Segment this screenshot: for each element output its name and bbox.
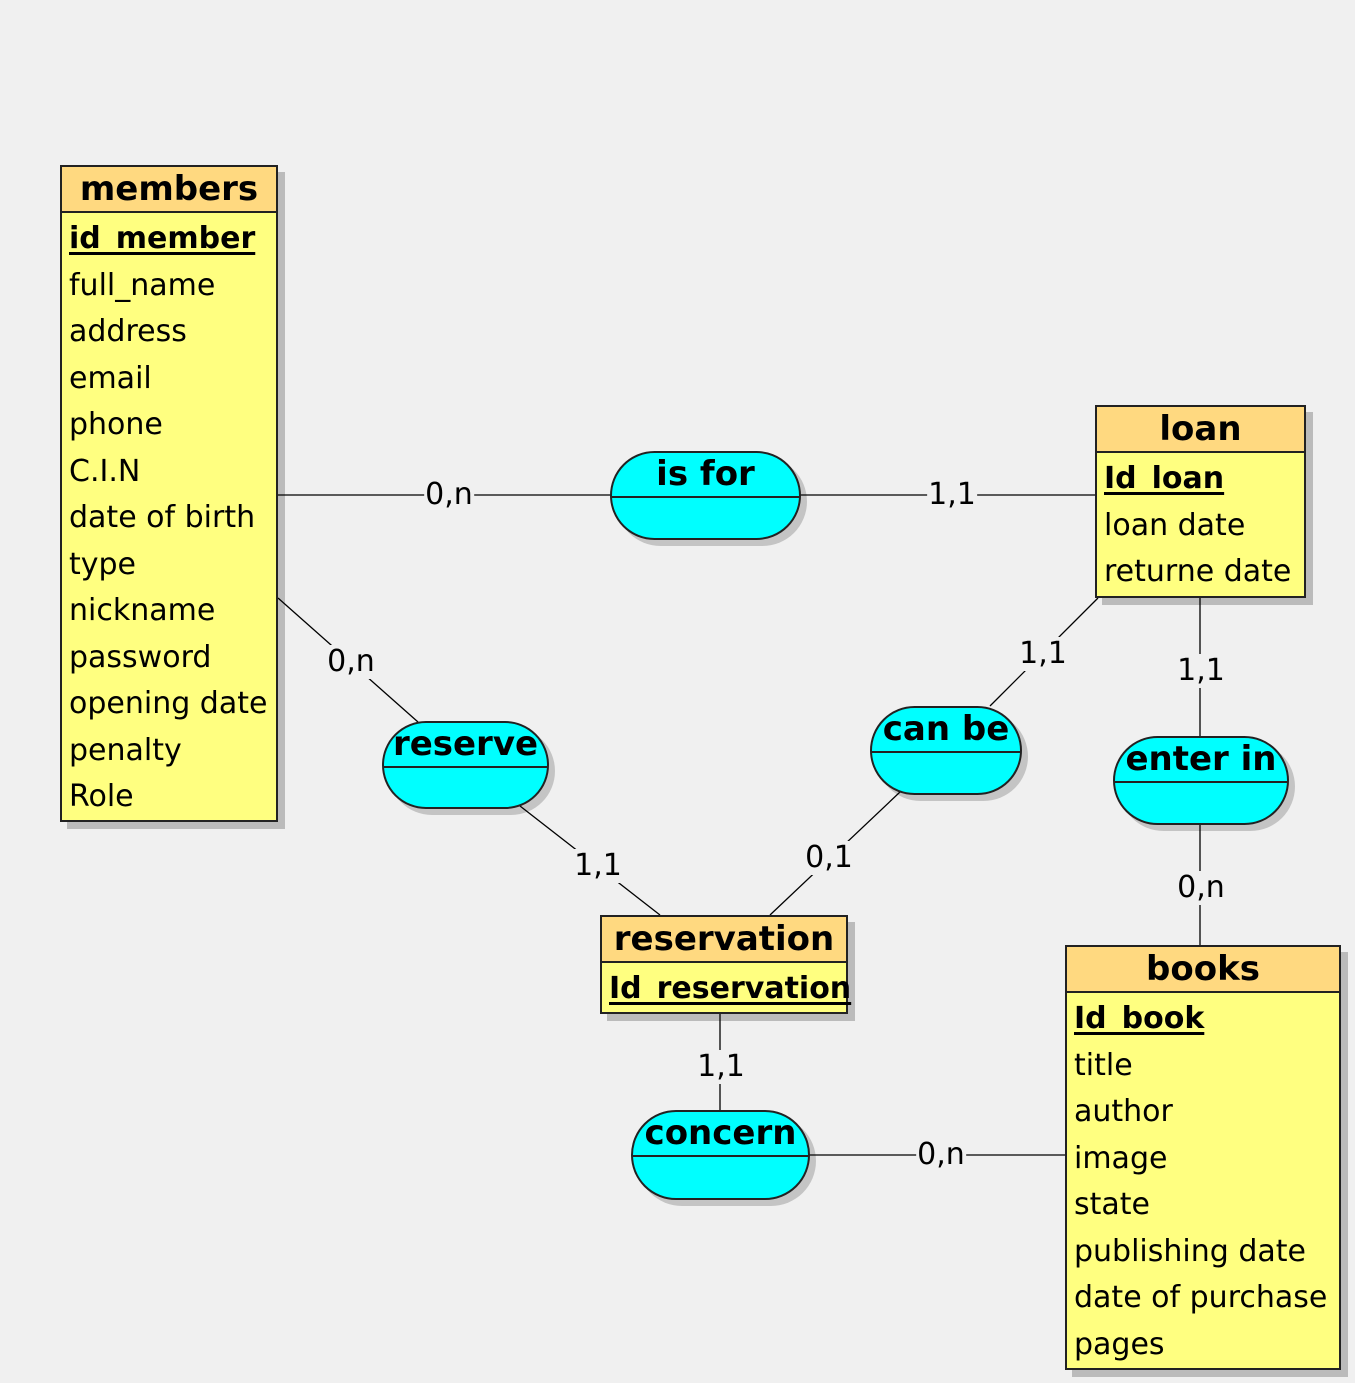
cardinality-reservation-concern: 1,1 xyxy=(696,1049,746,1084)
attribute-email: email xyxy=(69,360,152,396)
association-concern-label: concern xyxy=(633,1111,808,1157)
cardinality-books-enter-in: 0,n xyxy=(1176,870,1226,905)
attribute-cin: C.I.N xyxy=(69,453,141,489)
attribute-role: Role xyxy=(69,779,134,814)
attribute-loan-date: loan date xyxy=(1104,507,1246,543)
attribute-id-loan: Id_loan xyxy=(1104,461,1225,496)
association-reserve[interactable]: reserve xyxy=(382,721,549,809)
attribute-id-book: Id_book xyxy=(1074,1001,1205,1036)
association-is-for[interactable]: is for xyxy=(610,451,801,540)
entity-books[interactable]: books Id_book title author image state p… xyxy=(1065,945,1341,1370)
entity-books-title: books xyxy=(1067,947,1339,993)
cardinality-loan-is-for: 1,1 xyxy=(927,477,977,512)
entity-books-attributes: Id_book title author image state publish… xyxy=(1067,993,1339,1368)
association-is-for-label: is for xyxy=(612,452,799,498)
association-reserve-label: reserve xyxy=(384,722,547,768)
attribute-pages: pages xyxy=(1074,1326,1165,1362)
cardinality-members-is-for: 0,n xyxy=(424,477,474,512)
attribute-id-member: id_member xyxy=(69,221,256,256)
entity-reservation[interactable]: reservation Id_reservation xyxy=(600,915,852,1014)
entity-members[interactable]: members id_member full_name address emai… xyxy=(60,165,278,822)
attribute-date-of-purchase: date of purchase xyxy=(1074,1280,1328,1315)
attribute-type: type xyxy=(69,546,137,582)
cardinality-reservation-reserve: 1,1 xyxy=(573,848,623,883)
association-enter-in[interactable]: enter in xyxy=(1113,736,1289,825)
attribute-address: address xyxy=(69,314,187,349)
attribute-password: password xyxy=(69,639,212,675)
entity-reservation-title: reservation xyxy=(602,917,846,963)
association-can-be-label: can be xyxy=(872,707,1020,753)
association-can-be[interactable]: can be xyxy=(870,706,1022,795)
cardinality-books-concern: 0,n xyxy=(916,1137,966,1172)
attribute-image: image xyxy=(1074,1140,1168,1176)
entity-reservation-attributes: Id_reservation xyxy=(602,963,852,1013)
attribute-opening-date: opening date xyxy=(69,686,268,721)
entity-loan-attributes: Id_loan loan date returne date xyxy=(1097,453,1304,596)
cardinality-loan-can-be: 1,1 xyxy=(1018,636,1068,671)
entity-members-title: members xyxy=(62,167,276,213)
entity-members-attributes: id_member full_name address email phone … xyxy=(62,213,276,821)
attribute-id-reservation: Id_reservation xyxy=(609,971,852,1006)
attribute-title: title xyxy=(1074,1047,1133,1083)
entity-loan-title: loan xyxy=(1097,407,1304,453)
cardinality-loan-enter-in: 1,1 xyxy=(1176,653,1226,688)
association-enter-in-label: enter in xyxy=(1115,737,1287,783)
attribute-nickname: nickname xyxy=(69,593,216,628)
association-concern[interactable]: concern xyxy=(631,1110,810,1200)
attribute-phone: phone xyxy=(69,407,163,442)
attribute-penalty: penalty xyxy=(69,732,182,768)
attribute-state: state xyxy=(1074,1187,1150,1222)
attribute-returne-date: returne date xyxy=(1104,554,1292,589)
attribute-author: author xyxy=(1074,1094,1173,1129)
cardinality-reservation-can-be: 0,1 xyxy=(804,840,854,875)
attribute-date-of-birth: date of birth xyxy=(69,500,256,535)
cardinality-members-reserve: 0,n xyxy=(326,644,376,679)
attribute-full-name: full_name xyxy=(69,267,216,303)
entity-loan[interactable]: loan Id_loan loan date returne date xyxy=(1095,405,1306,598)
attribute-publishing-date: publishing date xyxy=(1074,1233,1306,1269)
